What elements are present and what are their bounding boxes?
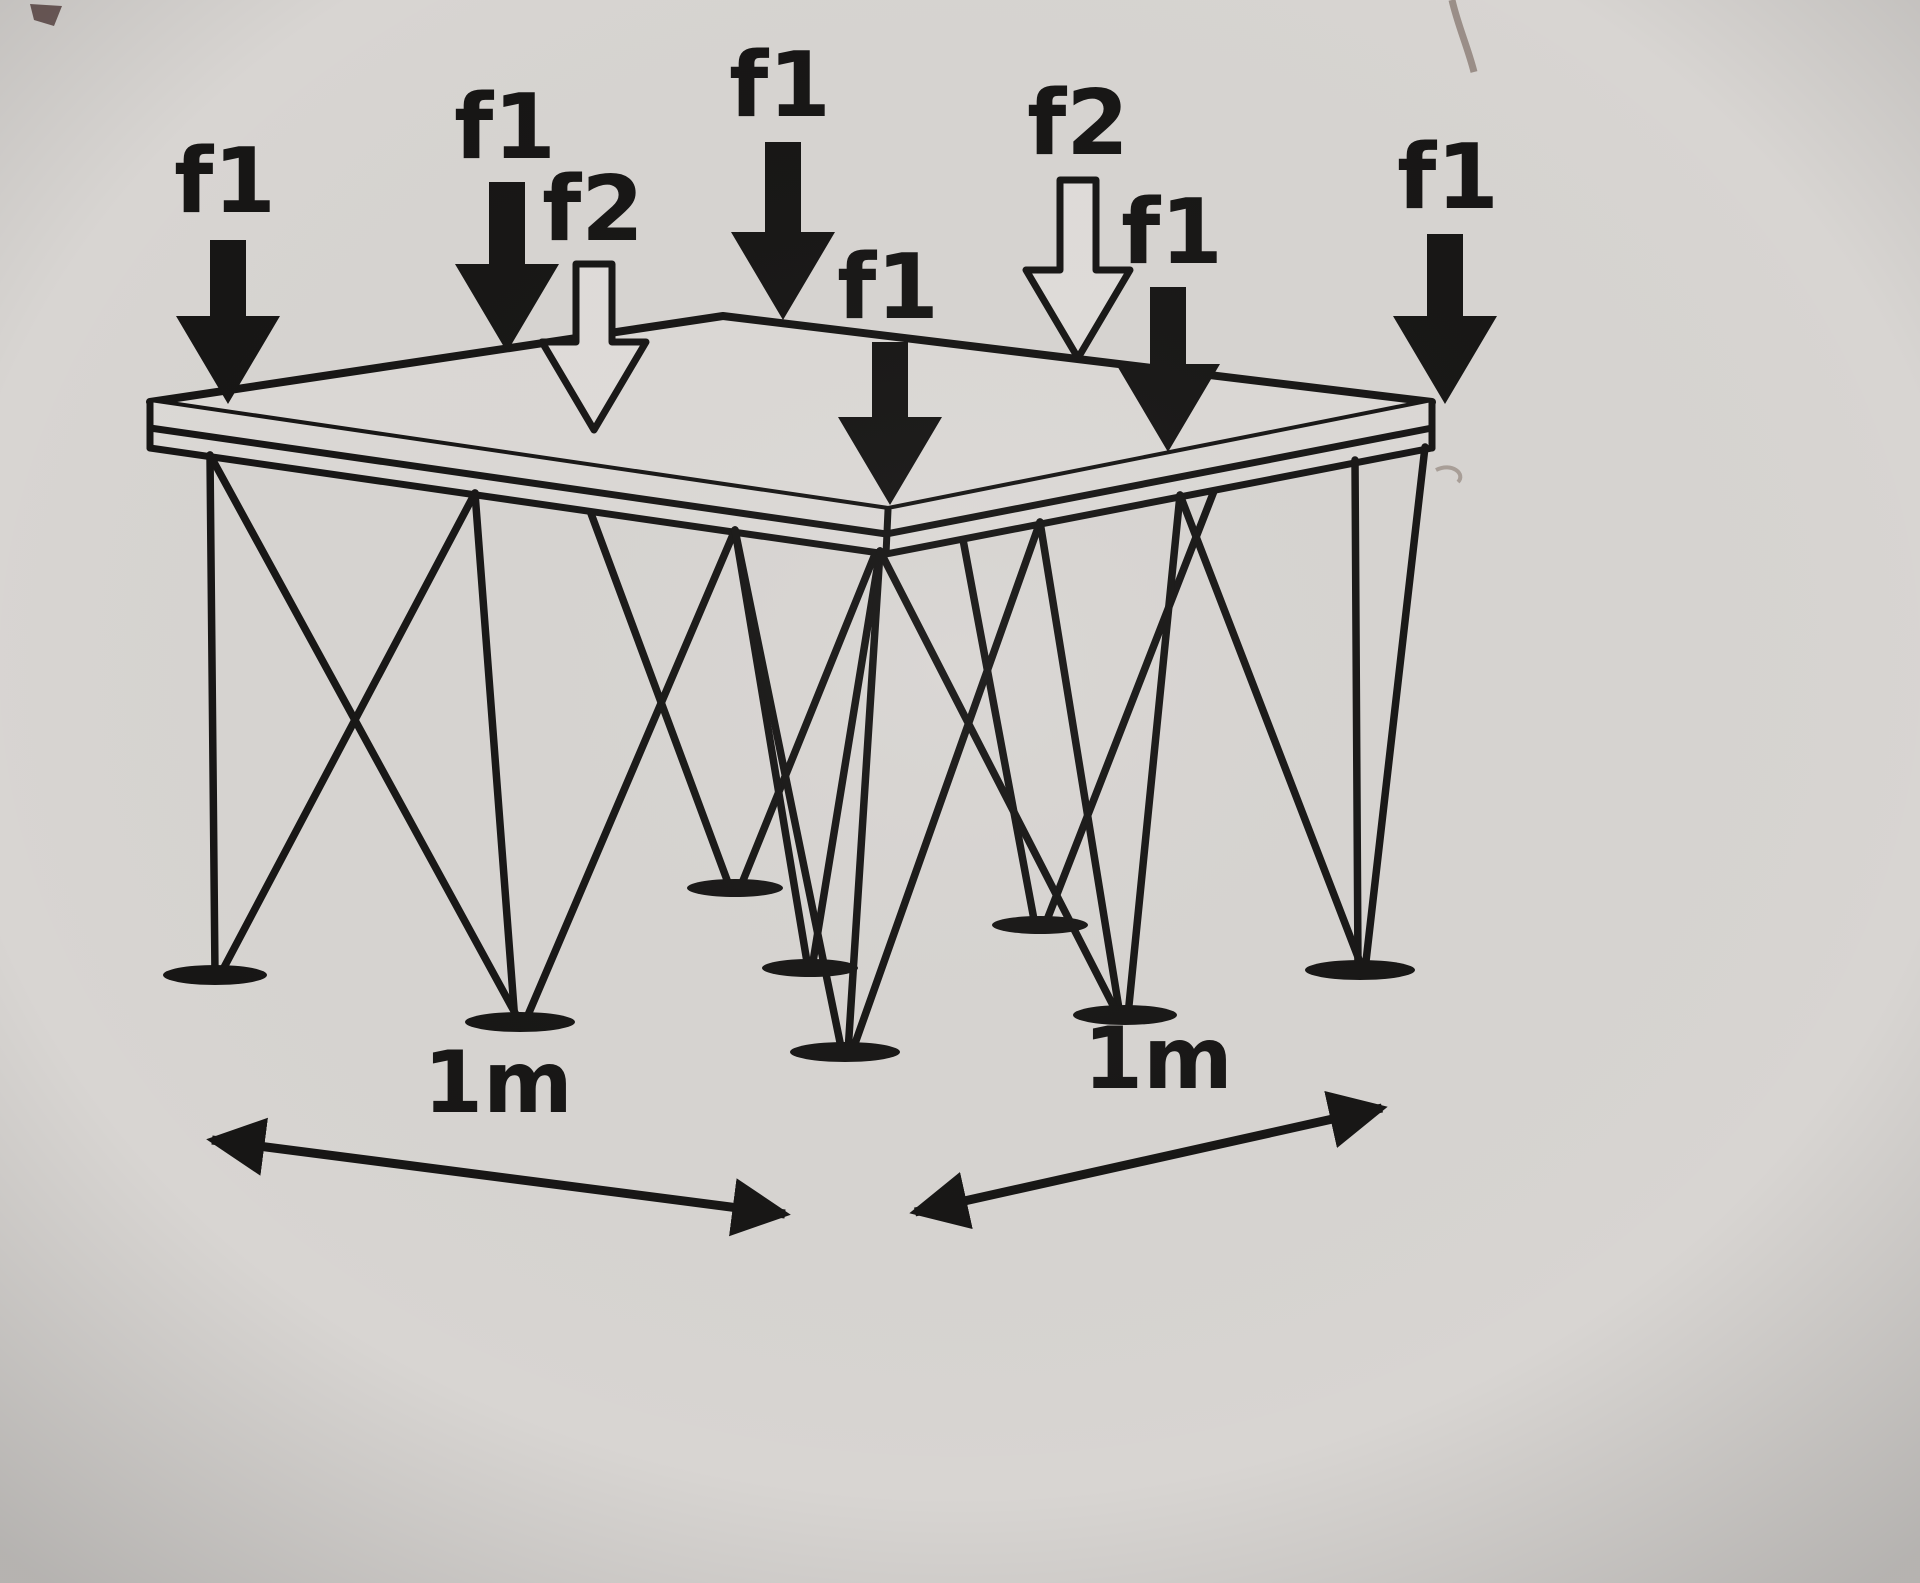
structure-diagram: f1 f1 f2 f1 f1 f2 f1 f1 1m 1m	[0, 0, 1920, 1583]
photo-vignette	[0, 0, 1920, 1583]
photographed-diagram-page: f1 f1 f2 f1 f1 f2 f1 f1 1m 1m	[0, 0, 1920, 1583]
